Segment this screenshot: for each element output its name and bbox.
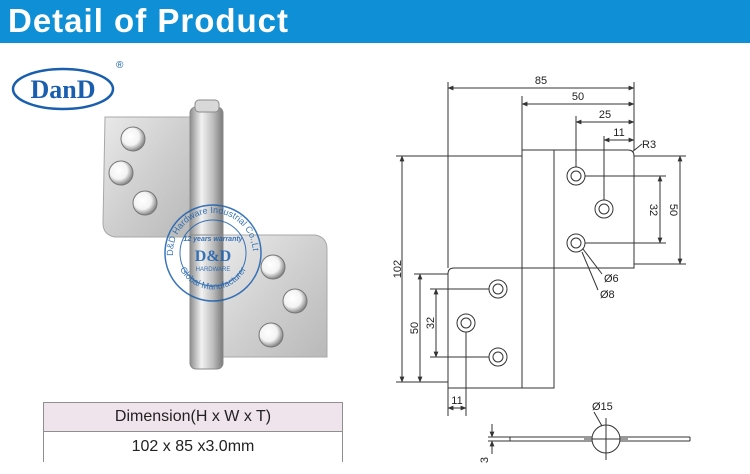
technical-drawing: 85 50 25 11 R3 102 50 32 32 50 11 Ø6 Ø8 … — [392, 75, 691, 463]
dim-hole-8: Ø8 — [600, 289, 615, 301]
dim-11-bottom: 11 — [451, 395, 462, 407]
dim-32-left: 32 — [425, 317, 437, 329]
dim-50-left: 50 — [409, 322, 421, 334]
dim-50-top: 50 — [572, 91, 584, 103]
dim-32-right: 32 — [647, 204, 659, 216]
dim-pin-15: Ø15 — [592, 401, 613, 413]
registered-mark: ® — [116, 60, 124, 71]
dim-102: 102 — [392, 260, 404, 278]
seal-sub: HARDWARE — [196, 267, 231, 273]
dim-85: 85 — [535, 75, 547, 87]
dim-25: 25 — [599, 109, 611, 121]
dim-11-top: 11 — [613, 127, 624, 139]
banner-title: Detail of Product — [8, 2, 290, 39]
dim-r3: R3 — [642, 139, 656, 151]
seal-warranty: 12 years warranty — [183, 236, 243, 243]
dim-thickness-3: 3 — [479, 457, 491, 463]
hinge-photo: D&D Hardware Industrial Co.,Ltd Global M… — [95, 95, 328, 370]
seal-mark: D&D — [195, 248, 231, 265]
dim-hole-6: Ø6 — [604, 273, 619, 285]
dim-50-right: 50 — [667, 204, 679, 216]
dand-logo: DanD ® — [11, 60, 124, 111]
dimension-value: 102 x 85 x3.0mm — [44, 432, 342, 462]
title-banner: Detail of Product — [0, 0, 750, 43]
logo-text: DanD — [30, 75, 95, 104]
dimension-table: Dimension(H x W x T) 102 x 85 x3.0mm — [43, 402, 343, 462]
dimension-header: Dimension(H x W x T) — [44, 403, 342, 432]
